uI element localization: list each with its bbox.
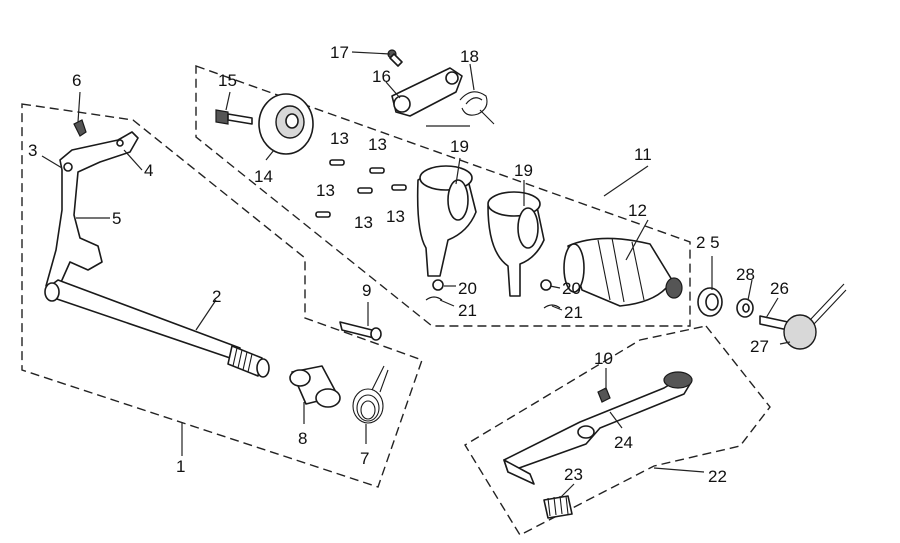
callout-8: 8 [298,429,307,448]
callout-4: 4 [144,161,153,180]
callout-19b: 19 [514,161,533,180]
clip-21b [543,304,561,309]
bolt-15 [215,109,253,125]
bolt-6 [73,119,87,137]
spring-18 [459,91,495,125]
callout-9: 9 [362,281,371,300]
shaft-end [44,282,60,302]
lever-pivot-hole [63,162,73,172]
assembly-22-boundary [464,325,771,536]
callout-20b: 20 [562,279,581,298]
shift-lever-arm [45,131,139,297]
callout-13e: 13 [386,207,405,226]
neutral-switch-26-27 [759,283,847,350]
callout-28: 28 [736,265,755,284]
callout-6: 6 [72,71,81,90]
assembly-1-boundary [21,103,423,488]
callout-2: 2 [212,287,221,306]
pins-13 [315,159,407,218]
callout-17: 17 [330,43,349,62]
stopper-arm-16 [391,67,463,117]
leader-lines [41,51,791,499]
callout-24: 24 [614,433,633,452]
callout-13a: 13 [330,129,349,148]
callout-19a: 19 [450,137,469,156]
shift-drum-12 [563,237,683,307]
pin-20b [540,279,552,291]
callout-11: 11 [634,145,652,164]
callout-16: 16 [372,67,391,86]
lever-end-hole [116,139,124,147]
callout-3: 3 [28,141,37,160]
callout-15: 15 [218,71,237,90]
cam-plate-14 [258,93,314,155]
bolt-10 [597,387,611,403]
pin-20a [432,279,444,291]
callout-21b: 21 [564,303,583,322]
callout-13d: 13 [354,213,373,232]
collar-8 [289,365,341,408]
callout-7: 7 [360,449,369,468]
callout-14: 14 [254,167,273,186]
spring-23 [543,495,573,519]
washer-28 [736,298,754,318]
callout-13b: 13 [368,135,387,154]
callout-20a: 20 [458,279,477,298]
assembly-11-boundary [195,65,691,327]
callout-23: 23 [564,465,583,484]
callout-22: 22 [708,467,727,486]
pin-9 [339,321,382,341]
shift-pedal-24 [503,371,693,485]
callout-21a: 21 [458,301,477,320]
callout-10: 10 [594,349,613,368]
bearing-25 [697,287,723,317]
callout-18: 18 [460,47,479,66]
callout-12: 12 [628,201,647,220]
callout-26: 26 [770,279,789,298]
callout-27: 27 [750,337,769,356]
callout-25: 2 5 [696,233,720,252]
shift-fork-19a [416,165,477,277]
shift-fork-19b [487,191,545,297]
bolt-17 [387,49,403,67]
spring-7 [352,365,389,424]
callout-5: 5 [112,209,121,228]
clip-21a [425,296,443,301]
callout-13c: 13 [316,181,335,200]
shaft-splines [227,345,270,378]
callout-1: 1 [176,457,185,476]
